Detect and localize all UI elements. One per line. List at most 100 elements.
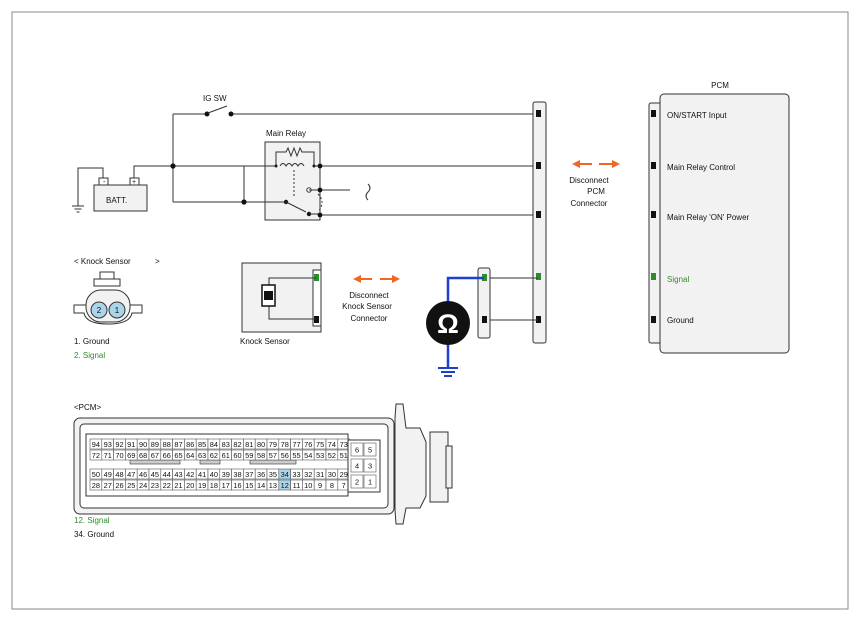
pcm-pin-number: 17 — [222, 481, 230, 490]
pcm-pin-number: 84 — [210, 440, 218, 449]
pcm-pin-number: 75 — [316, 440, 324, 449]
pcm-pin-number: 67 — [151, 451, 159, 460]
pcm-pin-number: 50 — [92, 470, 100, 479]
pcm-pin-number: 65 — [174, 451, 182, 460]
pcm-pin-number: 9 — [318, 481, 322, 490]
pcm-small-pin-number: 6 — [355, 446, 359, 455]
disconnect-pcm-line2: PCM — [587, 187, 605, 196]
svg-text:-: - — [103, 179, 106, 186]
knock-legend-signal: 2. Signal — [74, 351, 105, 360]
pcm-pin-number: 61 — [222, 451, 230, 460]
pcm-pin-number: 8 — [330, 481, 334, 490]
ig-switch-label: IG SW — [203, 94, 227, 103]
knock-harness-connector — [477, 267, 538, 339]
pcm-pin-ground: Ground — [667, 316, 694, 325]
pcm-pin-number: 24 — [139, 481, 147, 490]
ohmmeter: Ω — [426, 276, 484, 377]
pcm-pin-number: 62 — [210, 451, 218, 460]
pcm-pin-number: 18 — [210, 481, 218, 490]
pcm-small-pin-cell — [350, 458, 364, 473]
pcm-pin-number: 59 — [245, 451, 253, 460]
pcm-pin-number: 76 — [304, 440, 312, 449]
pcm-pin-number: 32 — [304, 470, 312, 479]
pcm-pin-number: 13 — [269, 481, 277, 490]
pcm-pin-number: 92 — [115, 440, 123, 449]
knock-legend-ground: 1. Ground — [74, 337, 110, 346]
knock-connector-title-end: > — [155, 257, 160, 266]
pcm-pin-number: 77 — [292, 440, 300, 449]
disconnect-pcm-line1: Disconnect — [569, 176, 609, 185]
pcm-pin-number: 89 — [151, 440, 159, 449]
pcm-pin-number: 93 — [104, 440, 112, 449]
pcm-pin-number: 78 — [281, 440, 289, 449]
main-relay-label: Main Relay — [266, 129, 306, 138]
pcm-pin-number: 29 — [340, 470, 348, 479]
pcm-pin-number: 94 — [92, 440, 100, 449]
pcm-pin-number: 43 — [174, 470, 182, 479]
pcm-small-pin-cell — [363, 474, 377, 489]
pcm-small-pin-cell — [350, 474, 364, 489]
pcm-pin-number: 10 — [304, 481, 312, 490]
pcm-pin-number: 48 — [115, 470, 123, 479]
pcm-pin-number: 86 — [186, 440, 194, 449]
pcm-pin-number: 47 — [127, 470, 135, 479]
pcm-pin-number: 58 — [257, 451, 265, 460]
knock-connector-pin-1: 1 — [115, 306, 120, 315]
pcm-pin-number: 88 — [163, 440, 171, 449]
pcm-pin-number: 80 — [257, 440, 265, 449]
pcm-pin-number: 85 — [198, 440, 206, 449]
power-wiring — [133, 113, 538, 216]
pcm-connector-title: <PCM> — [74, 403, 101, 412]
pcm-pin-number: 7 — [342, 481, 346, 490]
pcm-pin-number: 57 — [269, 451, 277, 460]
pcm-pin-number: 28 — [92, 481, 100, 490]
pcm-small-pin-cell — [350, 442, 364, 457]
knock-sensor-label: Knock Sensor — [240, 337, 290, 346]
pcm-pin-number: 68 — [139, 451, 147, 460]
pcm-pin-number: 73 — [340, 440, 348, 449]
pcm-harness-connector — [532, 101, 547, 344]
knock-sensor-connector: < Knock Sensor > 2 1 1. Ground 2. Signal — [73, 257, 160, 360]
pcm-small-pin-number: 3 — [368, 462, 372, 471]
pcm-pin-number: 72 — [92, 451, 100, 460]
battery-ground — [72, 167, 104, 213]
pcm-pin-number: 33 — [292, 470, 300, 479]
pcm-pin-number: 52 — [328, 451, 336, 460]
pcm-pin-number: 66 — [163, 451, 171, 460]
pcm-pin-number: 44 — [163, 470, 171, 479]
pcm-pin-number: 82 — [233, 440, 241, 449]
pcm-pin-number: 30 — [328, 470, 336, 479]
pcm-pin-number: 71 — [104, 451, 112, 460]
junction-dots — [170, 163, 247, 205]
pcm-legend-ground: 34. Ground — [74, 530, 114, 539]
pcm-small-pin-number: 4 — [355, 462, 359, 471]
pcm-pin-signal: Signal — [667, 275, 689, 284]
pcm-legend-signal: 12. Signal — [74, 516, 110, 525]
pcm-pin-number: 37 — [245, 470, 253, 479]
pcm-pin-number: 21 — [174, 481, 182, 490]
knock-connector-title: < Knock Sensor — [74, 257, 131, 266]
pcm-pin-number: 23 — [151, 481, 159, 490]
pcm-pin-number: 20 — [186, 481, 194, 490]
pcm-pin-main-relay-control: Main Relay Control — [667, 163, 735, 172]
pcm-pin-number: 16 — [233, 481, 241, 490]
pcm-pin-number: 54 — [304, 451, 312, 460]
pcm-small-pin-cell — [363, 442, 377, 457]
pcm-pin-number: 79 — [269, 440, 277, 449]
pcm-pin-number: 36 — [257, 470, 265, 479]
pcm-pin-number: 26 — [115, 481, 123, 490]
svg-text:+: + — [132, 179, 136, 186]
disconnect-pcm-line3: Connector — [571, 199, 608, 208]
pcm-title: PCM — [711, 81, 729, 90]
pcm-pin-number: 63 — [198, 451, 206, 460]
pcm-pin-number: 12 — [281, 481, 289, 490]
battery: - + BATT. — [93, 177, 148, 212]
pcm-pin-number: 42 — [186, 470, 194, 479]
pcm-pin-number: 90 — [139, 440, 147, 449]
pcm-pin-number: 60 — [233, 451, 241, 460]
pcm-pin-on-start: ON/START Input — [667, 111, 727, 120]
